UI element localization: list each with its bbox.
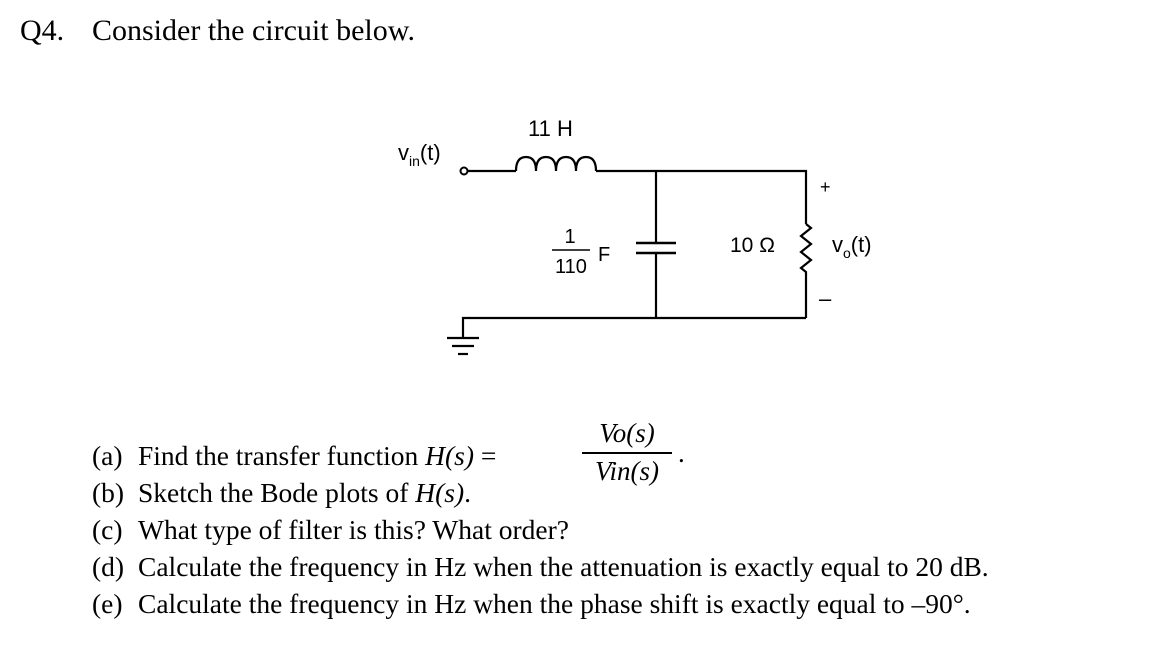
part-d-label: (d) bbox=[92, 551, 125, 582]
bottom-wire bbox=[461, 316, 806, 338]
output-plus-sign: + bbox=[820, 177, 831, 197]
part-e-text: Calculate the frequency in Hz when the p… bbox=[138, 588, 971, 619]
fraction-bar bbox=[582, 452, 672, 454]
fraction-denominator: Vin(s) bbox=[595, 456, 659, 486]
question-title: Q4. Consider the circuit below. bbox=[20, 14, 415, 48]
part-a-equals: = bbox=[474, 440, 497, 471]
part-c-label: (c) bbox=[92, 514, 123, 545]
part-a-function: H(s) bbox=[425, 440, 475, 471]
input-voltage-label: vin(t) bbox=[398, 140, 441, 169]
resistor-symbol bbox=[799, 223, 813, 318]
transfer-function-fraction: Vo(s) Vin(s) bbox=[582, 418, 672, 487]
capacitor-denominator: 110 bbox=[555, 256, 587, 278]
fraction-period: . bbox=[678, 438, 685, 468]
resistor-label: 10 Ω bbox=[730, 234, 775, 257]
question-prompt: Consider the circuit below. bbox=[92, 14, 415, 47]
input-terminal bbox=[459, 166, 469, 176]
part-d: (d) Calculate the frequency in Hz when th… bbox=[92, 551, 989, 583]
output-minus-sign: – bbox=[819, 286, 832, 311]
part-a: (a) Find the transfer function H(s) = bbox=[92, 440, 496, 472]
part-b-period: . bbox=[464, 477, 472, 508]
part-c: (c) What type of filter is this? What ord… bbox=[92, 514, 569, 546]
part-e: (e) Calculate the frequency in Hz when th… bbox=[92, 588, 971, 620]
part-c-text: What type of filter is this? What order? bbox=[138, 514, 569, 545]
part-e-label: (e) bbox=[92, 588, 123, 619]
question-number: Q4. bbox=[20, 14, 65, 47]
part-d-text: Calculate the frequency in Hz when the a… bbox=[138, 551, 989, 582]
part-a-text: Find the transfer function bbox=[138, 440, 426, 471]
part-a-label: (a) bbox=[92, 440, 123, 471]
part-b-function: H(s) bbox=[415, 477, 465, 508]
fraction-numerator: Vo(s) bbox=[599, 418, 655, 448]
top-wire bbox=[596, 169, 808, 224]
part-b: (b) Sketch the Bode plots of H(s). bbox=[92, 477, 471, 509]
capacitor-unit: F bbox=[598, 244, 610, 266]
part-b-text: Sketch the Bode plots of bbox=[138, 477, 416, 508]
output-voltage-label: vo(t) bbox=[832, 232, 872, 261]
circuit-diagram: vin(t) 11 H 1 110 F 10 Ω + vo(t) – bbox=[398, 116, 872, 356]
inductor-label: 11 H bbox=[528, 116, 573, 141]
inductor-symbol bbox=[514, 155, 598, 172]
part-b-label: (b) bbox=[92, 477, 125, 508]
capacitor-numerator: 1 bbox=[564, 226, 575, 248]
